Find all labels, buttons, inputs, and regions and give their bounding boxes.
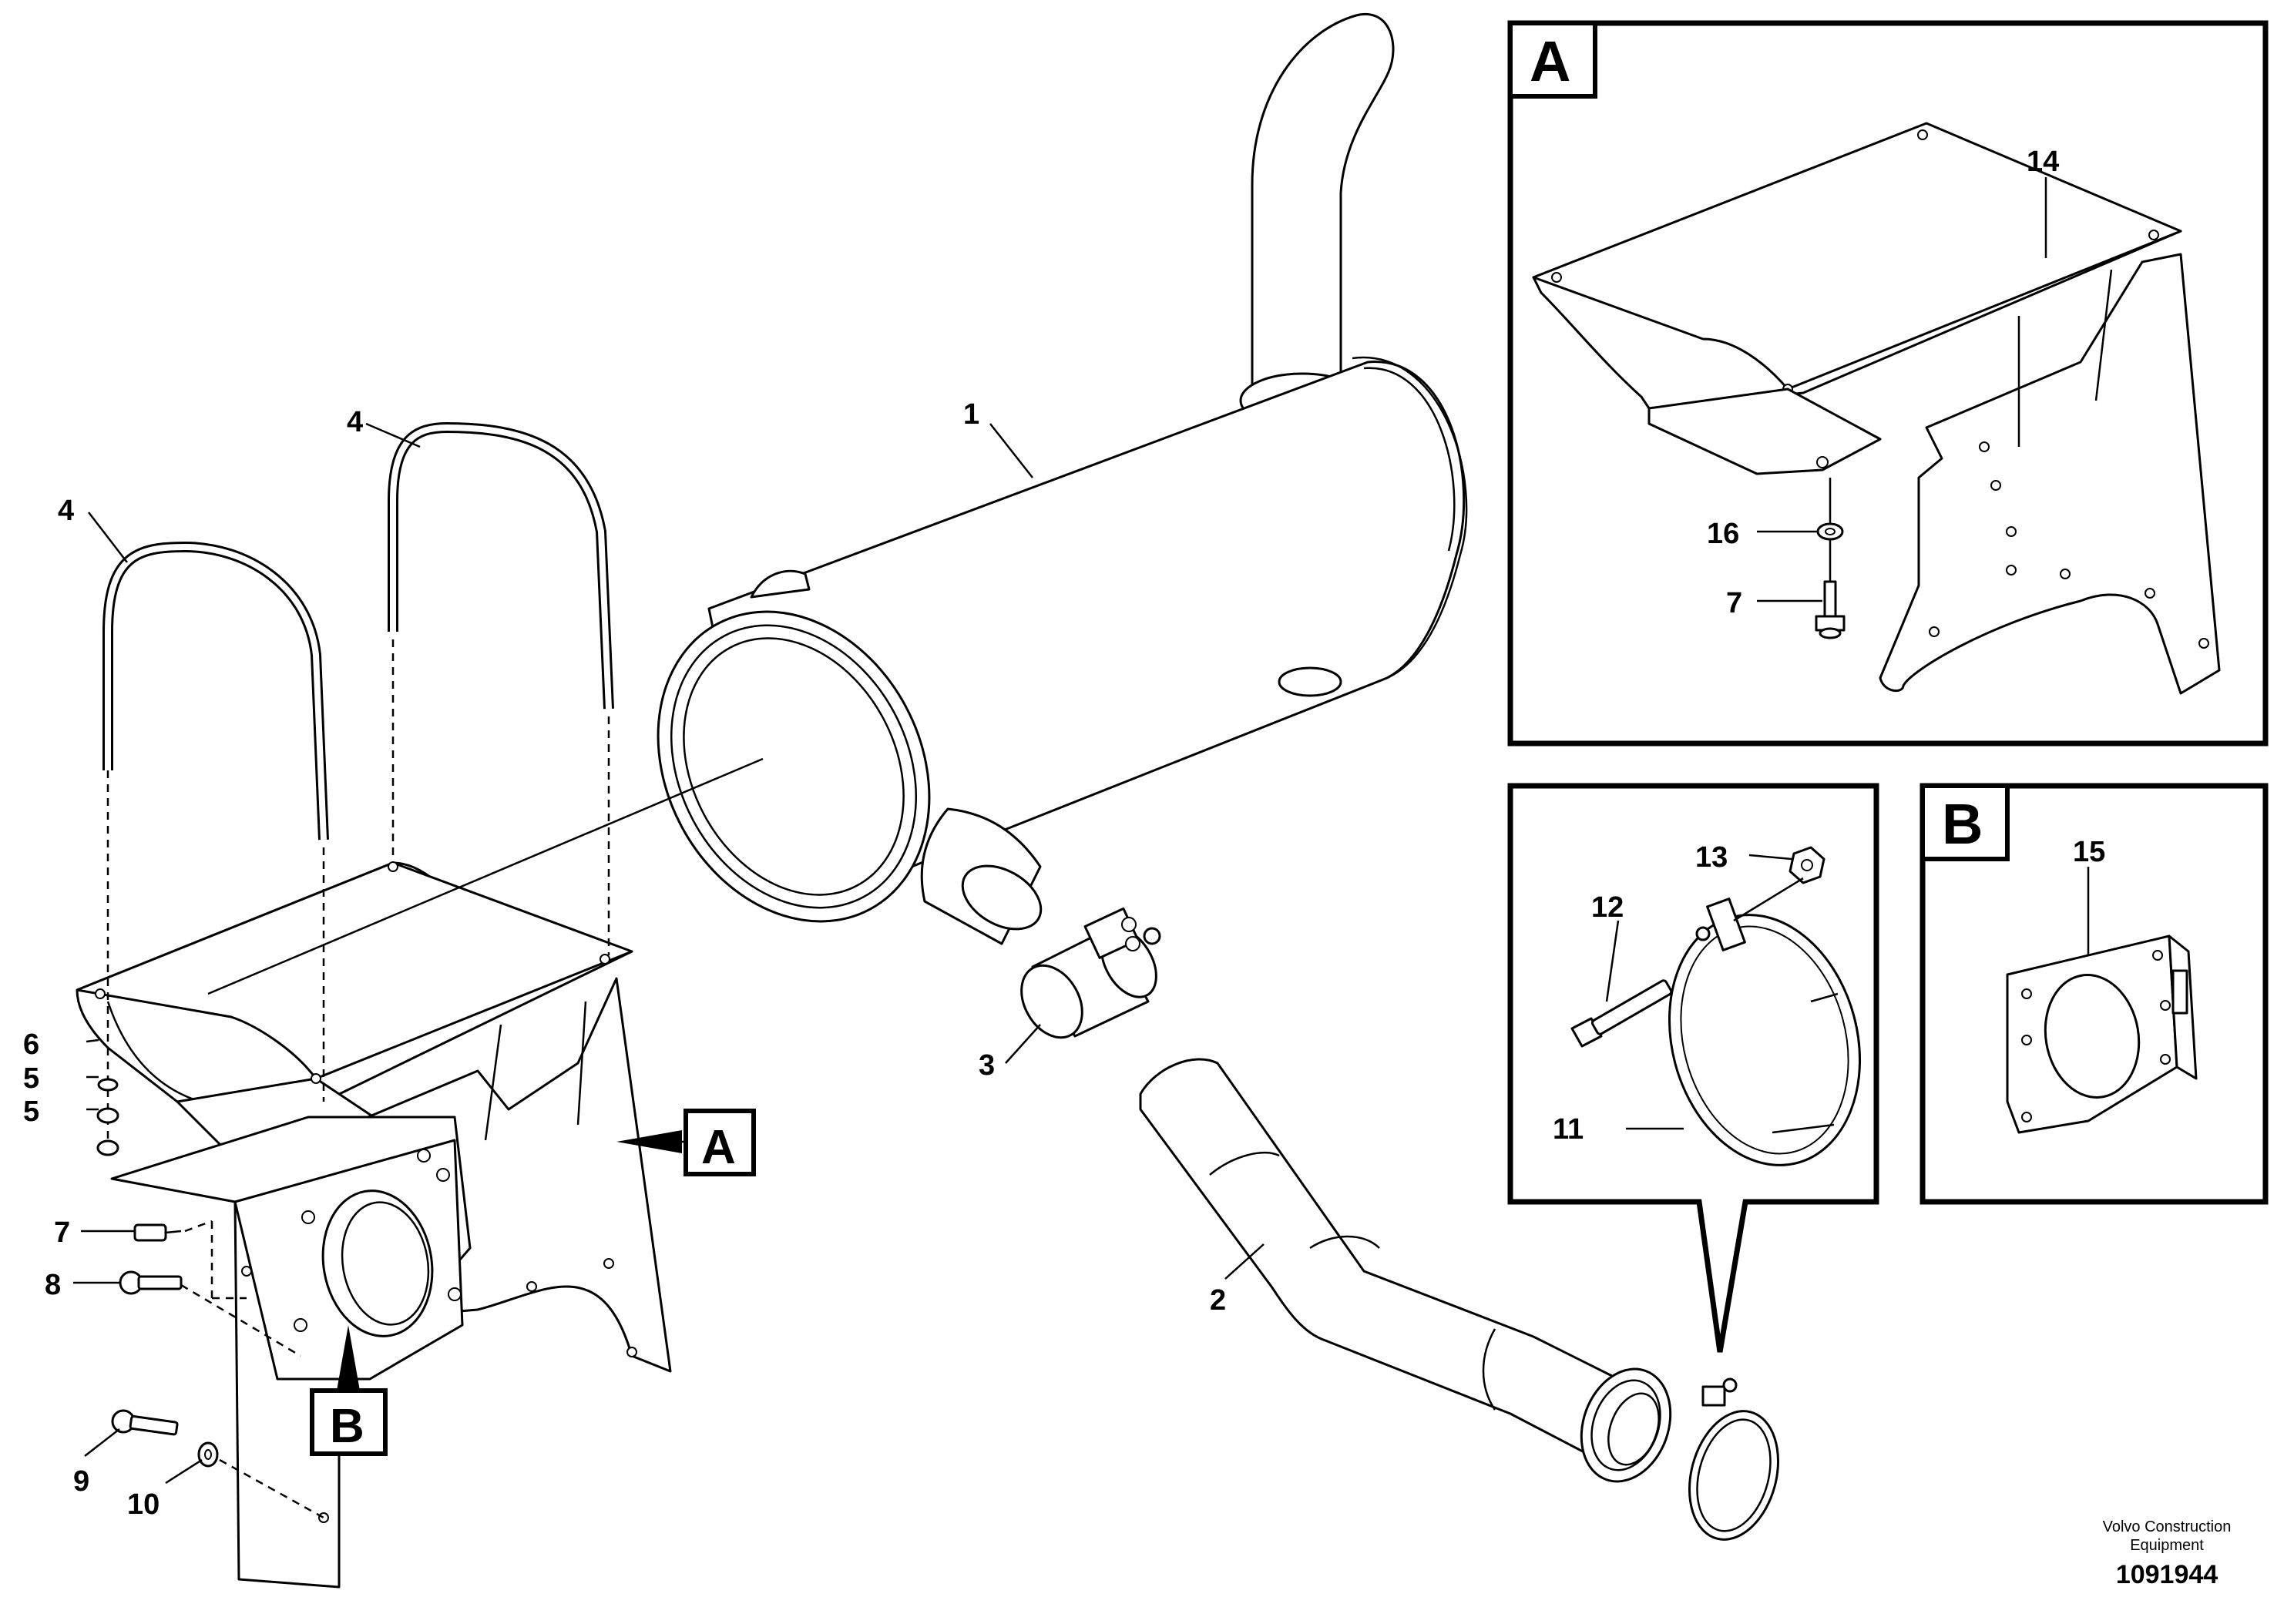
detail-letters: A B A B <box>330 29 1983 1453</box>
footer: Volvo Construction Equipment 1091944 <box>2103 1518 2232 1589</box>
callout-1: 1 <box>963 398 979 431</box>
mounting-plate <box>110 1116 472 1589</box>
muffler <box>657 12 1468 945</box>
callout-6: 6 <box>23 1028 39 1061</box>
callout-5-upper: 5 <box>23 1062 39 1095</box>
brand-line-2: Equipment <box>2130 1537 2204 1554</box>
detail-clamp-panel <box>1507 783 1879 1353</box>
detail-b-tag-main: B <box>330 1400 364 1453</box>
callout-labels: 1 2 3 4 4 5 5 6 7 8 9 10 11 12 13 14 15 … <box>23 146 2105 1521</box>
detail-a-pointer <box>616 1109 756 1176</box>
callout-3: 3 <box>979 1049 995 1082</box>
brand-line-1: Volvo Construction <box>2103 1518 2232 1535</box>
callout-9: 9 <box>73 1465 89 1498</box>
callout-10: 10 <box>127 1488 160 1521</box>
assembly-axis <box>207 757 764 995</box>
washer-10 <box>197 1441 324 1519</box>
callout-12: 12 <box>1591 891 1624 924</box>
callout-16: 16 <box>1707 518 1739 550</box>
callout-15: 15 <box>2073 836 2105 868</box>
bolt-9 <box>111 1409 179 1436</box>
callout-4-left: 4 <box>58 495 74 527</box>
nut-washer-stack <box>96 1078 119 1156</box>
exhaust-pipe <box>1139 1058 1672 1483</box>
v-band-clamp <box>1688 1377 1780 1541</box>
callout-14: 14 <box>2027 146 2059 178</box>
detail-b-tag-box: B <box>1942 792 1983 856</box>
leader-lines <box>73 177 2090 1485</box>
callout-7: 7 <box>54 1216 70 1249</box>
callout-4-right: 4 <box>347 406 363 438</box>
callout-7-detail: 7 <box>1726 587 1742 619</box>
callout-5-lower: 5 <box>23 1096 39 1128</box>
bolt-8 <box>119 1270 301 1357</box>
detail-a-panel <box>1507 20 2269 747</box>
callout-13: 13 <box>1695 841 1728 874</box>
detail-b-panel <box>1920 783 2269 1205</box>
detail-b-pointer <box>310 1325 388 1456</box>
bolt-7 <box>133 1220 247 1300</box>
callout-11: 11 <box>1553 1113 1584 1146</box>
detail-a-tag-main: A <box>701 1121 736 1174</box>
callout-2: 2 <box>1210 1284 1226 1317</box>
sleeve-clamp <box>1020 907 1161 1039</box>
detail-a-tag-box: A <box>1530 29 1570 93</box>
u-bolt-right <box>388 421 614 955</box>
u-bolt-left <box>102 541 329 1148</box>
callout-8: 8 <box>45 1269 61 1301</box>
document-number: 1091944 <box>2116 1560 2218 1589</box>
